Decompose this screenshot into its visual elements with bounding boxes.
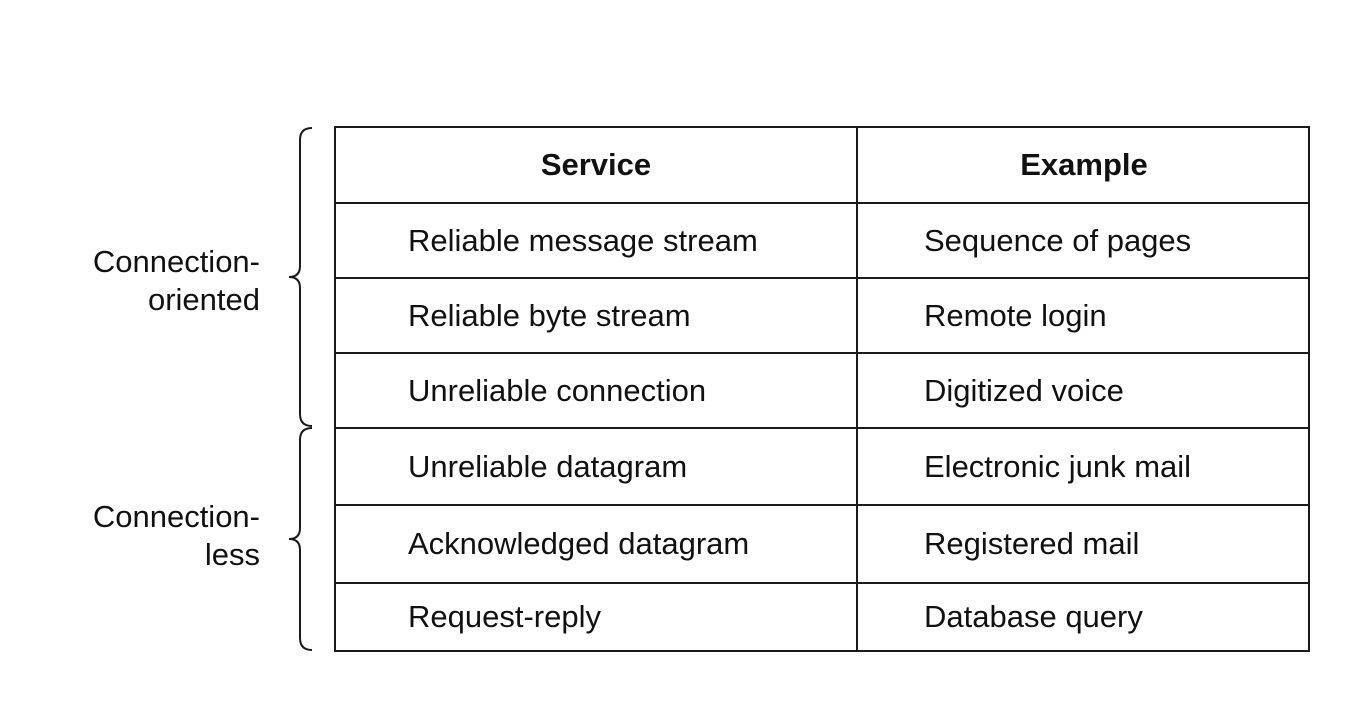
service-cell: Acknowledged datagram <box>408 526 750 561</box>
table-header-row: Service Example <box>336 128 1308 202</box>
example-cell: Remote login <box>924 297 1107 333</box>
header-example: Example <box>1020 147 1148 182</box>
example-cell: Database query <box>924 599 1143 634</box>
example-cell: Registered mail <box>924 526 1140 561</box>
example-cell: Digitized voice <box>924 372 1124 408</box>
service-cell: Request-reply <box>408 599 601 634</box>
table-row: Acknowledged datagram Registered mail <box>336 504 1308 582</box>
group-label-line: oriented <box>147 282 260 317</box>
service-table: Service Example Reliable message stream … <box>334 126 1310 652</box>
example-cell: Electronic junk mail <box>924 448 1192 484</box>
brace-connection-oriented <box>288 127 313 427</box>
service-cell: Reliable byte stream <box>408 297 691 333</box>
example-cell: Sequence of pages <box>924 222 1192 258</box>
table-row: Unreliable connection Digitized voice <box>336 352 1308 427</box>
column-divider <box>856 128 858 650</box>
service-cell: Unreliable connection <box>408 372 707 408</box>
table-row: Reliable message stream Sequence of page… <box>336 202 1308 277</box>
table-row: Reliable byte stream Remote login <box>336 277 1308 352</box>
service-cell: Unreliable datagram <box>408 448 688 484</box>
table-row: Request-reply Database query <box>336 582 1308 650</box>
table-row: Unreliable datagram Electronic junk mail <box>336 427 1308 504</box>
group-label-line: less <box>204 537 260 572</box>
group-label-line: Connection- <box>92 244 260 279</box>
group-label-connection-oriented: Connection- oriented <box>93 243 260 319</box>
brace-connectionless <box>288 427 313 651</box>
service-cell: Reliable message stream <box>408 222 758 258</box>
header-service: Service <box>540 147 652 182</box>
group-label-line: Connection- <box>92 499 260 534</box>
group-label-connectionless: Connection- less <box>93 498 260 574</box>
